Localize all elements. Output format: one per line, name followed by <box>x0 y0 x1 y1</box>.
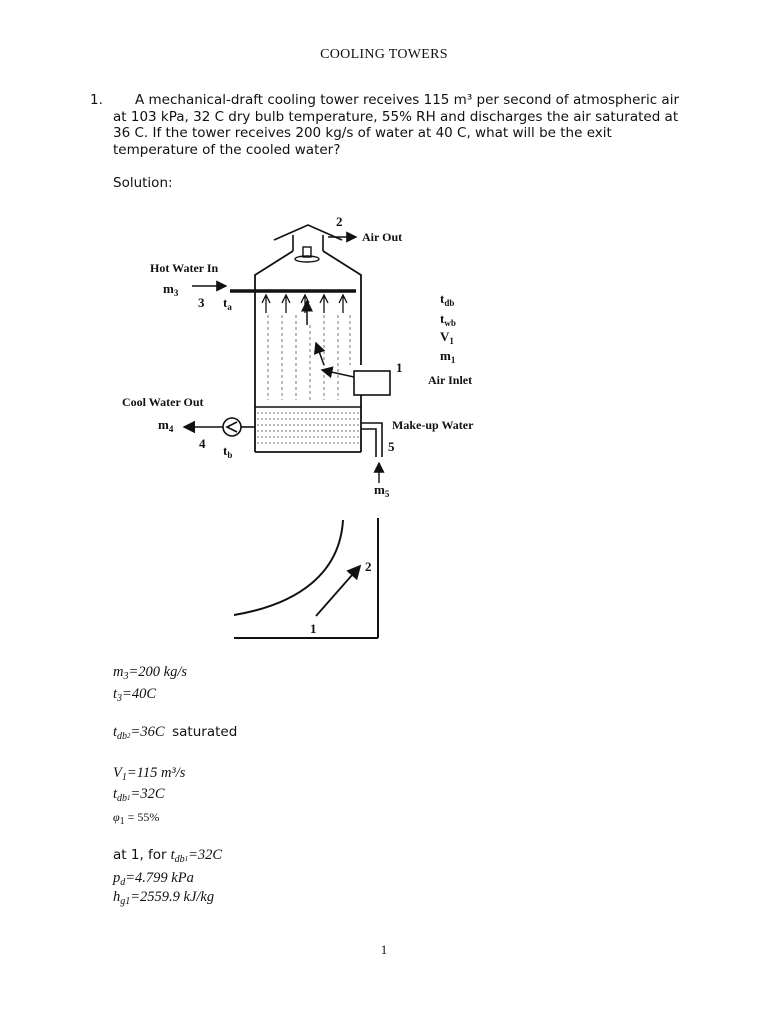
eq-t3: t3=40C <box>113 686 156 704</box>
eq-v1: V1=115 m³/s <box>113 765 186 783</box>
eq-tdb1: tdb1=32C <box>113 786 165 804</box>
v1-label: V1 <box>440 329 454 346</box>
fan-icon <box>294 246 320 263</box>
eq-pd: pd=4.799 kPa <box>113 870 194 888</box>
state-4-label: 4 <box>199 436 206 451</box>
twb-label: twb <box>440 311 456 328</box>
state-3-label: 3 <box>198 295 205 310</box>
falling-water <box>267 315 351 400</box>
eq-m3: m3=200 kg/s <box>113 664 188 682</box>
m1-label: m1 <box>440 348 456 365</box>
state-2-label: 2 <box>336 214 343 229</box>
eq-tdb2: tdb2=36C saturated <box>113 724 238 742</box>
chart-point-2-label: 2 <box>365 559 372 574</box>
problem-statement: 1. A mechanical-draft cooling tower rece… <box>90 92 690 158</box>
solution-label: Solution: <box>113 175 173 191</box>
state-5-label: 5 <box>388 439 395 454</box>
process-path-chart: 1 2 <box>233 518 379 639</box>
pump-icon <box>222 417 255 437</box>
eq-phi1: φ1 = 55% <box>113 810 160 827</box>
spray-arrows <box>261 293 348 313</box>
air-flow-arrows <box>301 299 355 379</box>
air-out-label: Air Out <box>362 230 402 244</box>
state-1-label: 1 <box>396 360 403 375</box>
ta-label: ta <box>223 295 232 312</box>
cooling-tower-diagram: 2 Air Out Hot Water In m3 3 ta tdb twb V… <box>122 214 474 499</box>
m3-label: m3 <box>163 281 179 298</box>
tb-label: tb <box>223 443 232 460</box>
makeup-water-pipe <box>361 422 383 457</box>
air-inlet-box <box>353 370 391 396</box>
cool-water-out-label: Cool Water Out <box>122 395 204 409</box>
hot-water-in-label: Hot Water In <box>150 261 219 275</box>
page-number: 1 <box>380 942 388 957</box>
m5-label: m5 <box>374 482 390 499</box>
tdb-label: tdb <box>440 291 454 308</box>
problem-text: A mechanical-draft cooling tower receive… <box>113 92 680 158</box>
problem-number: 1. <box>90 92 103 108</box>
process-arrow <box>315 564 362 617</box>
saturation-curve <box>233 519 344 616</box>
water-basin <box>255 406 361 444</box>
chart-point-1-label: 1 <box>310 621 317 636</box>
air-inlet-label: Air Inlet <box>428 373 472 387</box>
exhaust-cap <box>273 224 343 251</box>
eq-hg1: hg1=2559.9 kJ/kg <box>113 889 215 907</box>
makeup-water-label: Make-up Water <box>392 418 474 432</box>
m4-label: m4 <box>158 417 174 434</box>
page-title: COOLING TOWERS <box>320 47 448 62</box>
tower-shell <box>254 250 362 453</box>
